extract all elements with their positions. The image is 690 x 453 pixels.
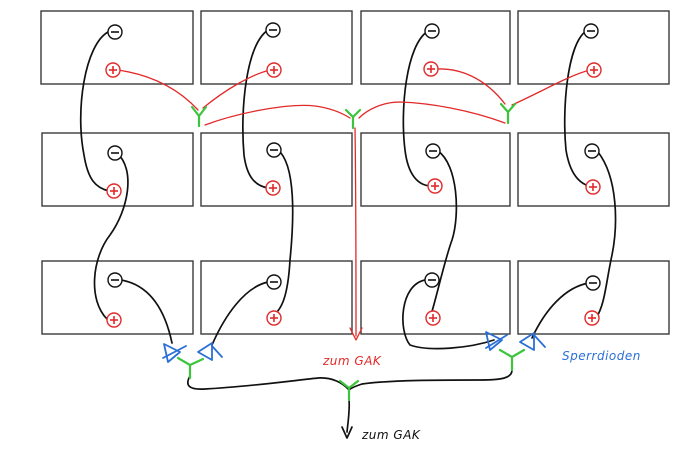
blocking-diode-string2 <box>197 342 223 361</box>
negative-terminal-r3c2 <box>266 274 282 290</box>
negative-terminal-r1c3 <box>424 23 440 39</box>
series-wire-s1-b <box>93 152 129 320</box>
y-connector-positive-center <box>344 108 362 130</box>
series-wire-s1-a <box>79 31 110 192</box>
blocking-diode-string4 <box>519 332 546 351</box>
positive-terminal-r2c1 <box>106 183 122 199</box>
positive-combiner-left <box>204 104 351 126</box>
positive-terminal-r3c1 <box>106 312 122 328</box>
positive-terminal-r1c1 <box>105 62 121 78</box>
negative-combiner-wire-right <box>348 369 513 391</box>
blocking-diodes-label: Sperrdioden <box>562 349 641 363</box>
negative-terminal-r2c4 <box>584 143 600 159</box>
string1-negative-to-diode <box>120 279 173 344</box>
negative-output-arrow <box>341 426 353 439</box>
positive-terminal-r2c2 <box>265 180 281 196</box>
y-connector-positive-right <box>499 102 517 125</box>
positive-terminal-r2c4 <box>585 179 601 195</box>
negative-terminal-r3c1 <box>107 272 123 288</box>
positive-terminal-r2c3 <box>427 178 443 194</box>
positive-output-label: zum GAK <box>323 354 382 368</box>
solar-panel-r1c3 <box>360 10 511 85</box>
y-connector-negative-left <box>176 356 205 380</box>
series-wire-s3-b <box>429 150 458 319</box>
positive-terminal-r3c3 <box>425 310 441 326</box>
string4-negative-to-diode <box>531 282 590 339</box>
positive-terminal-r3c4 <box>584 310 600 326</box>
series-wire-s2-b <box>269 149 294 318</box>
negative-terminal-r1c2 <box>265 22 281 38</box>
negative-terminal-r3c4 <box>585 275 601 291</box>
positive-wire-p3 <box>436 68 506 105</box>
series-wire-s3-a <box>402 30 431 187</box>
string3-negative-to-diode <box>402 279 495 350</box>
negative-terminal-r2c1 <box>107 145 123 161</box>
y-connector-positive-left <box>190 105 208 128</box>
negative-terminal-r1c4 <box>583 23 599 39</box>
negative-terminal-r1c1 <box>107 24 123 40</box>
series-wire-s4-a <box>563 30 594 188</box>
series-wire-s2-a <box>242 29 269 189</box>
positive-terminal-r3c2 <box>266 310 282 326</box>
negative-output-label: zum GAK <box>362 428 421 442</box>
series-wire-s4-b <box>595 151 617 319</box>
positive-output-wire <box>354 127 357 337</box>
negative-terminal-r3c3 <box>424 272 440 288</box>
positive-terminal-r1c2 <box>266 62 282 78</box>
positive-combiner-right <box>358 101 506 124</box>
negative-output-wire <box>346 398 351 433</box>
positive-output-arrow <box>349 327 363 341</box>
y-connector-negative-right <box>498 348 526 372</box>
positive-terminal-r1c4 <box>586 62 602 78</box>
positive-wire-p1 <box>117 69 199 111</box>
negative-combiner-wire-left <box>186 375 350 391</box>
positive-terminal-r1c3 <box>423 61 439 77</box>
negative-terminal-r2c2 <box>266 142 282 158</box>
negative-terminal-r2c3 <box>425 143 441 159</box>
blocking-diode-string1 <box>162 343 187 363</box>
positive-wire-p2 <box>202 69 271 109</box>
y-connector-negative-output <box>338 379 360 402</box>
blocking-diode-string3 <box>485 331 508 351</box>
positive-wire-p4 <box>511 69 591 106</box>
string2-negative-to-diode <box>211 281 269 346</box>
